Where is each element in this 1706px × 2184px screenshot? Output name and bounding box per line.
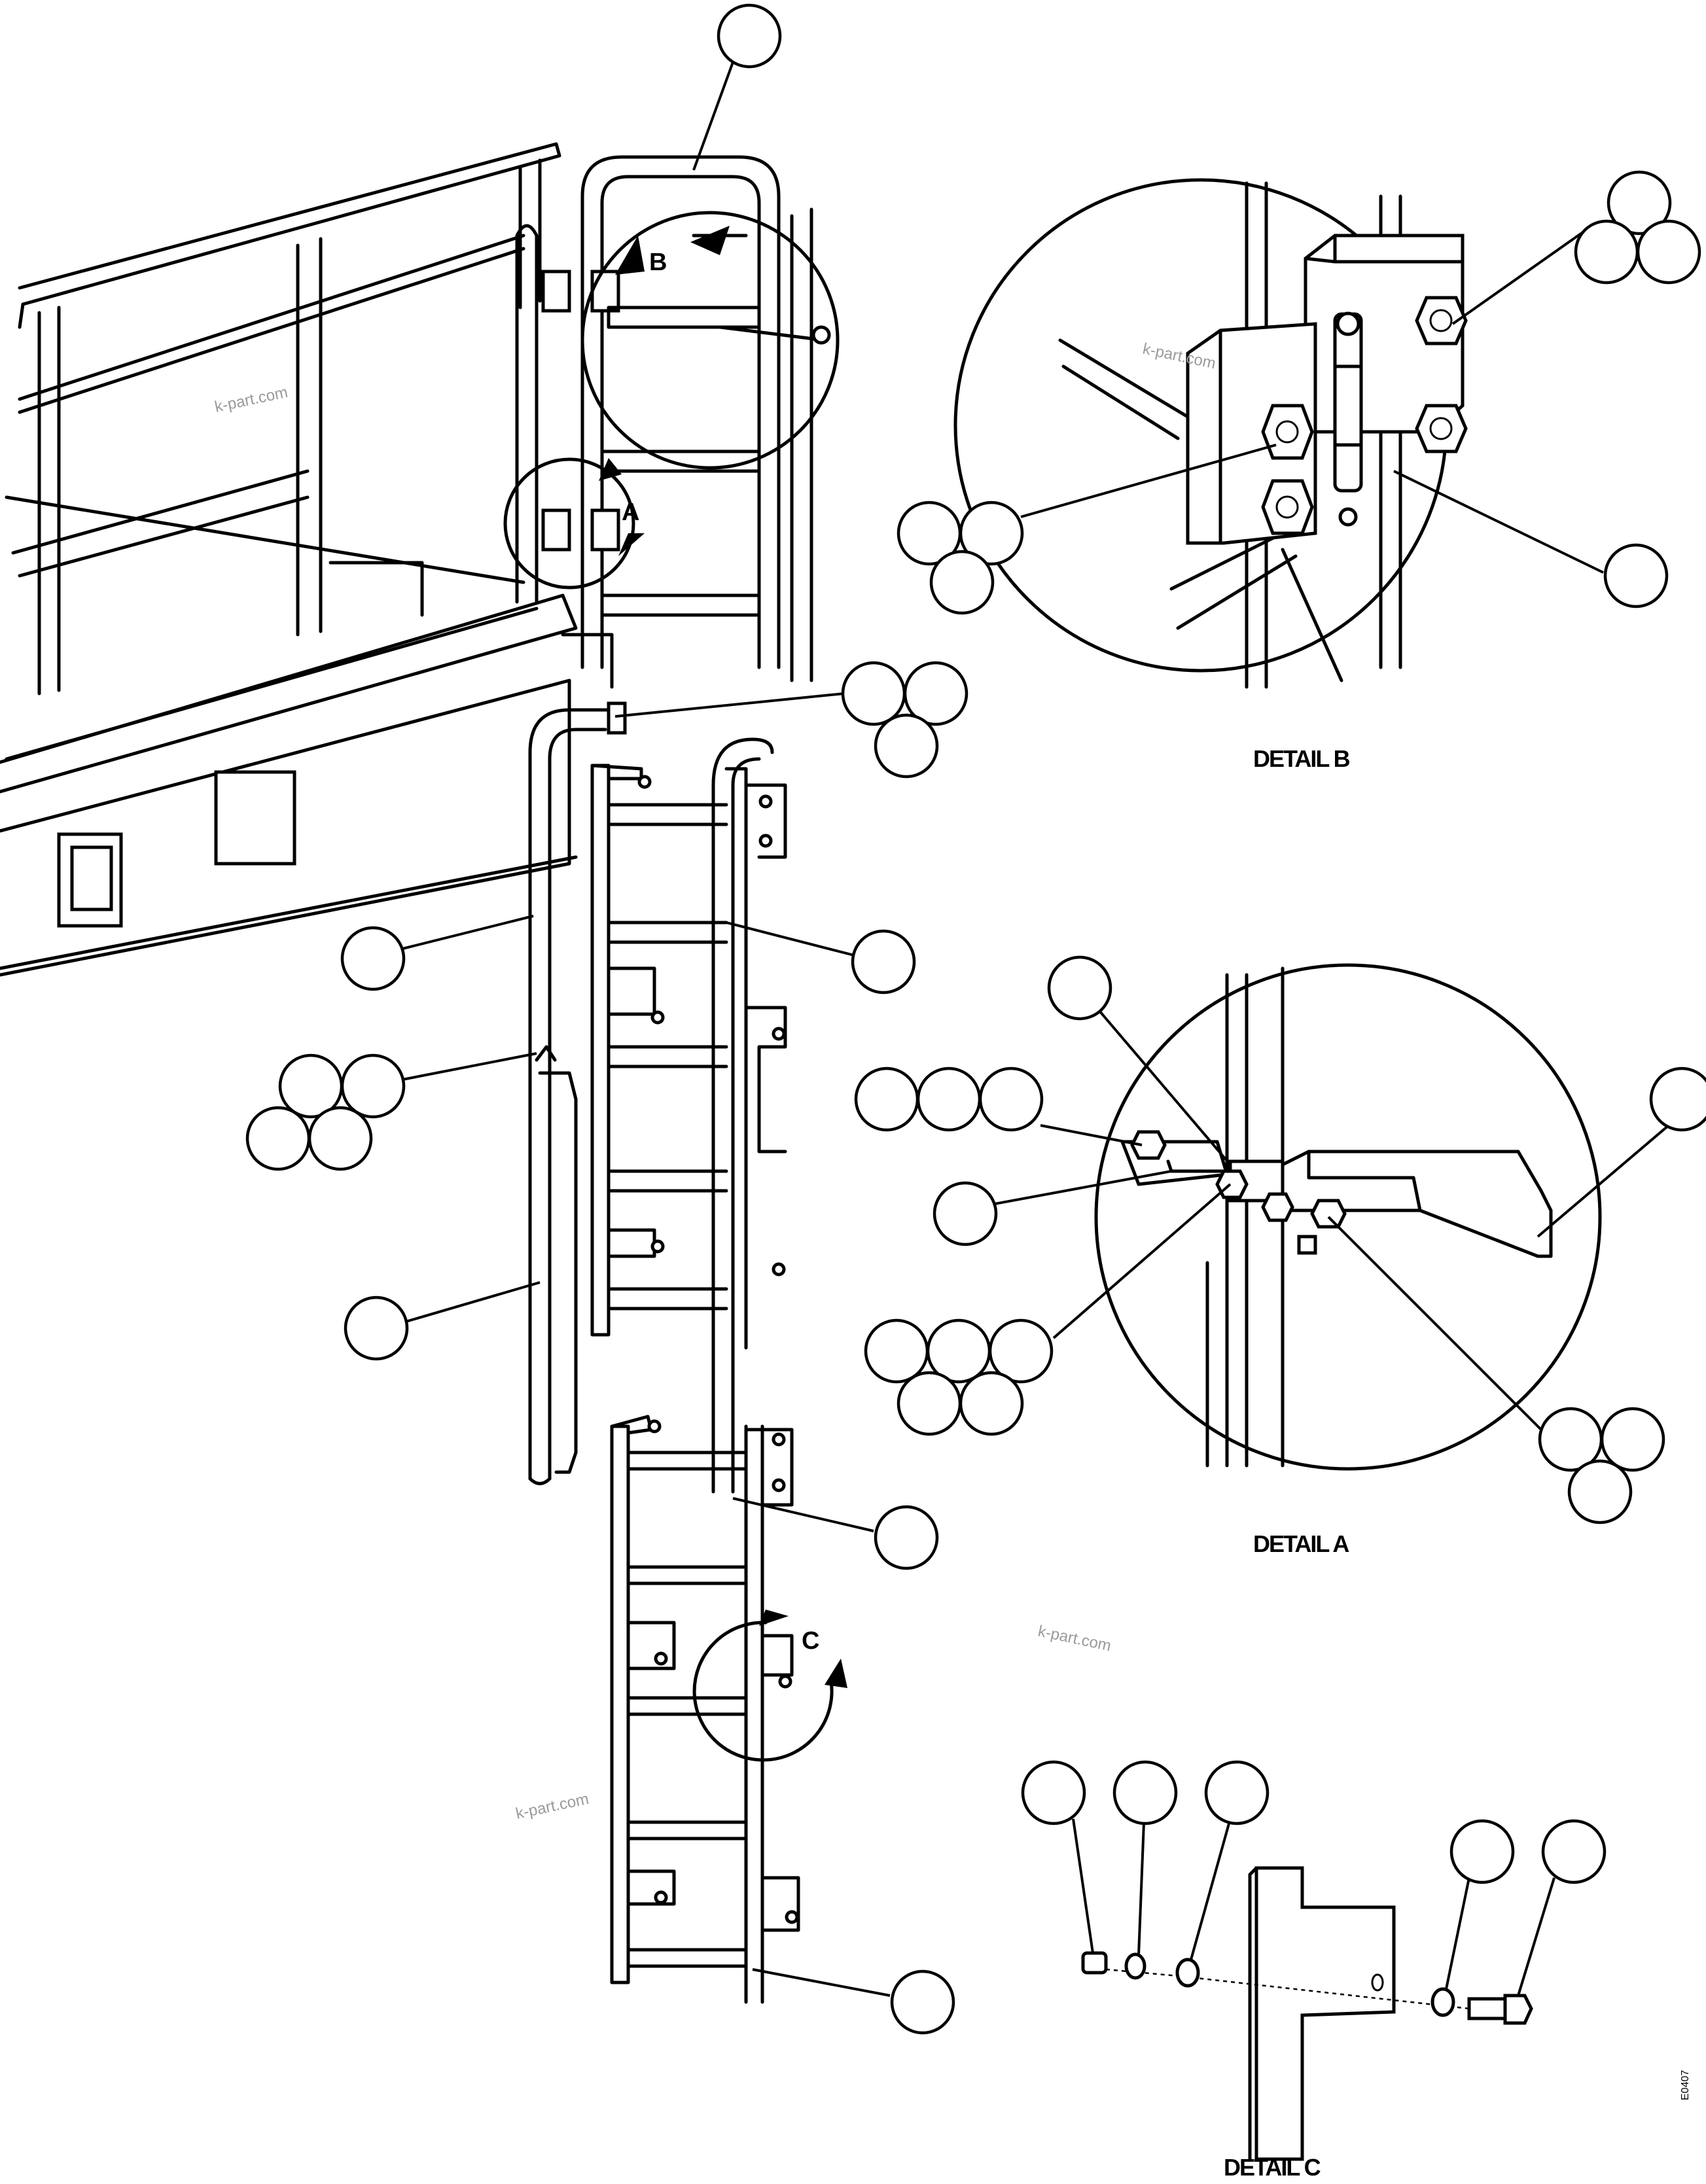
detail-b-view: DETAIL B xyxy=(953,178,1468,772)
callout-balloon xyxy=(1204,1760,1270,1825)
detail-marker-label-a: A xyxy=(622,499,639,526)
arrow-head-icon xyxy=(759,1610,789,1626)
watermark: k-part.com xyxy=(514,1790,590,1823)
upper-ladder-section xyxy=(528,701,787,1494)
callout-balloon xyxy=(1541,1819,1607,1884)
watermark: k-part.com xyxy=(213,383,289,416)
callout-balloon xyxy=(1600,1407,1665,1472)
callout-balloon xyxy=(903,661,969,726)
callout-balloon xyxy=(1449,1819,1515,1884)
arrow-head-icon xyxy=(618,533,645,556)
detail-marker-label-c: C xyxy=(802,1627,819,1655)
callout-balloon xyxy=(1636,219,1701,285)
platform-railing xyxy=(0,142,614,977)
watermark: k-part.com xyxy=(1037,1622,1112,1655)
detail-c-title: DETAIL C xyxy=(1224,2154,1321,2181)
callout-balloon xyxy=(717,3,782,69)
detail-marker-circle-b: B xyxy=(580,211,840,470)
callout-balloon xyxy=(854,1066,919,1132)
callout-balloon xyxy=(1047,955,1112,1021)
callout-balloon xyxy=(340,1053,406,1119)
arrow-head-icon xyxy=(599,458,622,481)
callout-balloon xyxy=(1021,1760,1086,1825)
callout-balloons xyxy=(245,3,1706,2035)
callout-balloon xyxy=(1607,170,1672,236)
detail-marker-circle-c: C xyxy=(692,1610,847,1762)
drawing-code: E0407 xyxy=(1680,2070,1691,2100)
callout-balloon xyxy=(1112,1760,1178,1825)
callout-balloon xyxy=(988,1318,1054,1384)
callout-balloon xyxy=(340,926,406,991)
callout-balloon xyxy=(874,713,939,779)
callout-balloon xyxy=(1574,219,1639,285)
detail-c-view: DETAIL C xyxy=(1081,1866,1533,2181)
callout-balloon xyxy=(308,1106,373,1171)
detail-b-title: DETAIL B xyxy=(1253,745,1350,772)
arrow-head-icon xyxy=(615,236,645,275)
callout-balloon xyxy=(864,1318,929,1384)
lower-ladder-section xyxy=(610,1415,800,2004)
detail-marker-label-b: B xyxy=(649,249,667,276)
callout-balloon xyxy=(929,550,995,615)
callout-balloon xyxy=(851,929,916,995)
callout-balloon xyxy=(1603,543,1669,608)
callout-balloon xyxy=(978,1066,1044,1132)
callout-balloon xyxy=(1567,1459,1633,1524)
callout-balloon xyxy=(890,1969,955,2035)
callout-balloon xyxy=(344,1295,409,1361)
detail-marker-circle-a: A xyxy=(503,457,645,590)
upper-gate xyxy=(515,155,831,682)
callout-balloon xyxy=(916,1066,982,1132)
callout-balloon xyxy=(959,1371,1024,1436)
arrow-head-icon xyxy=(690,226,730,255)
callout-balloon xyxy=(959,501,1024,566)
callout-balloon xyxy=(897,1371,962,1436)
arrow-head-icon xyxy=(825,1659,847,1688)
detail-a-view: DETAIL A xyxy=(1094,963,1602,1557)
callout-balloon xyxy=(1649,1066,1706,1132)
detail-a-title: DETAIL A xyxy=(1253,1530,1349,1557)
callout-balloon xyxy=(874,1505,939,1570)
callout-balloon xyxy=(933,1181,998,1246)
callout-balloon xyxy=(841,661,906,726)
callout-balloon xyxy=(245,1106,311,1171)
